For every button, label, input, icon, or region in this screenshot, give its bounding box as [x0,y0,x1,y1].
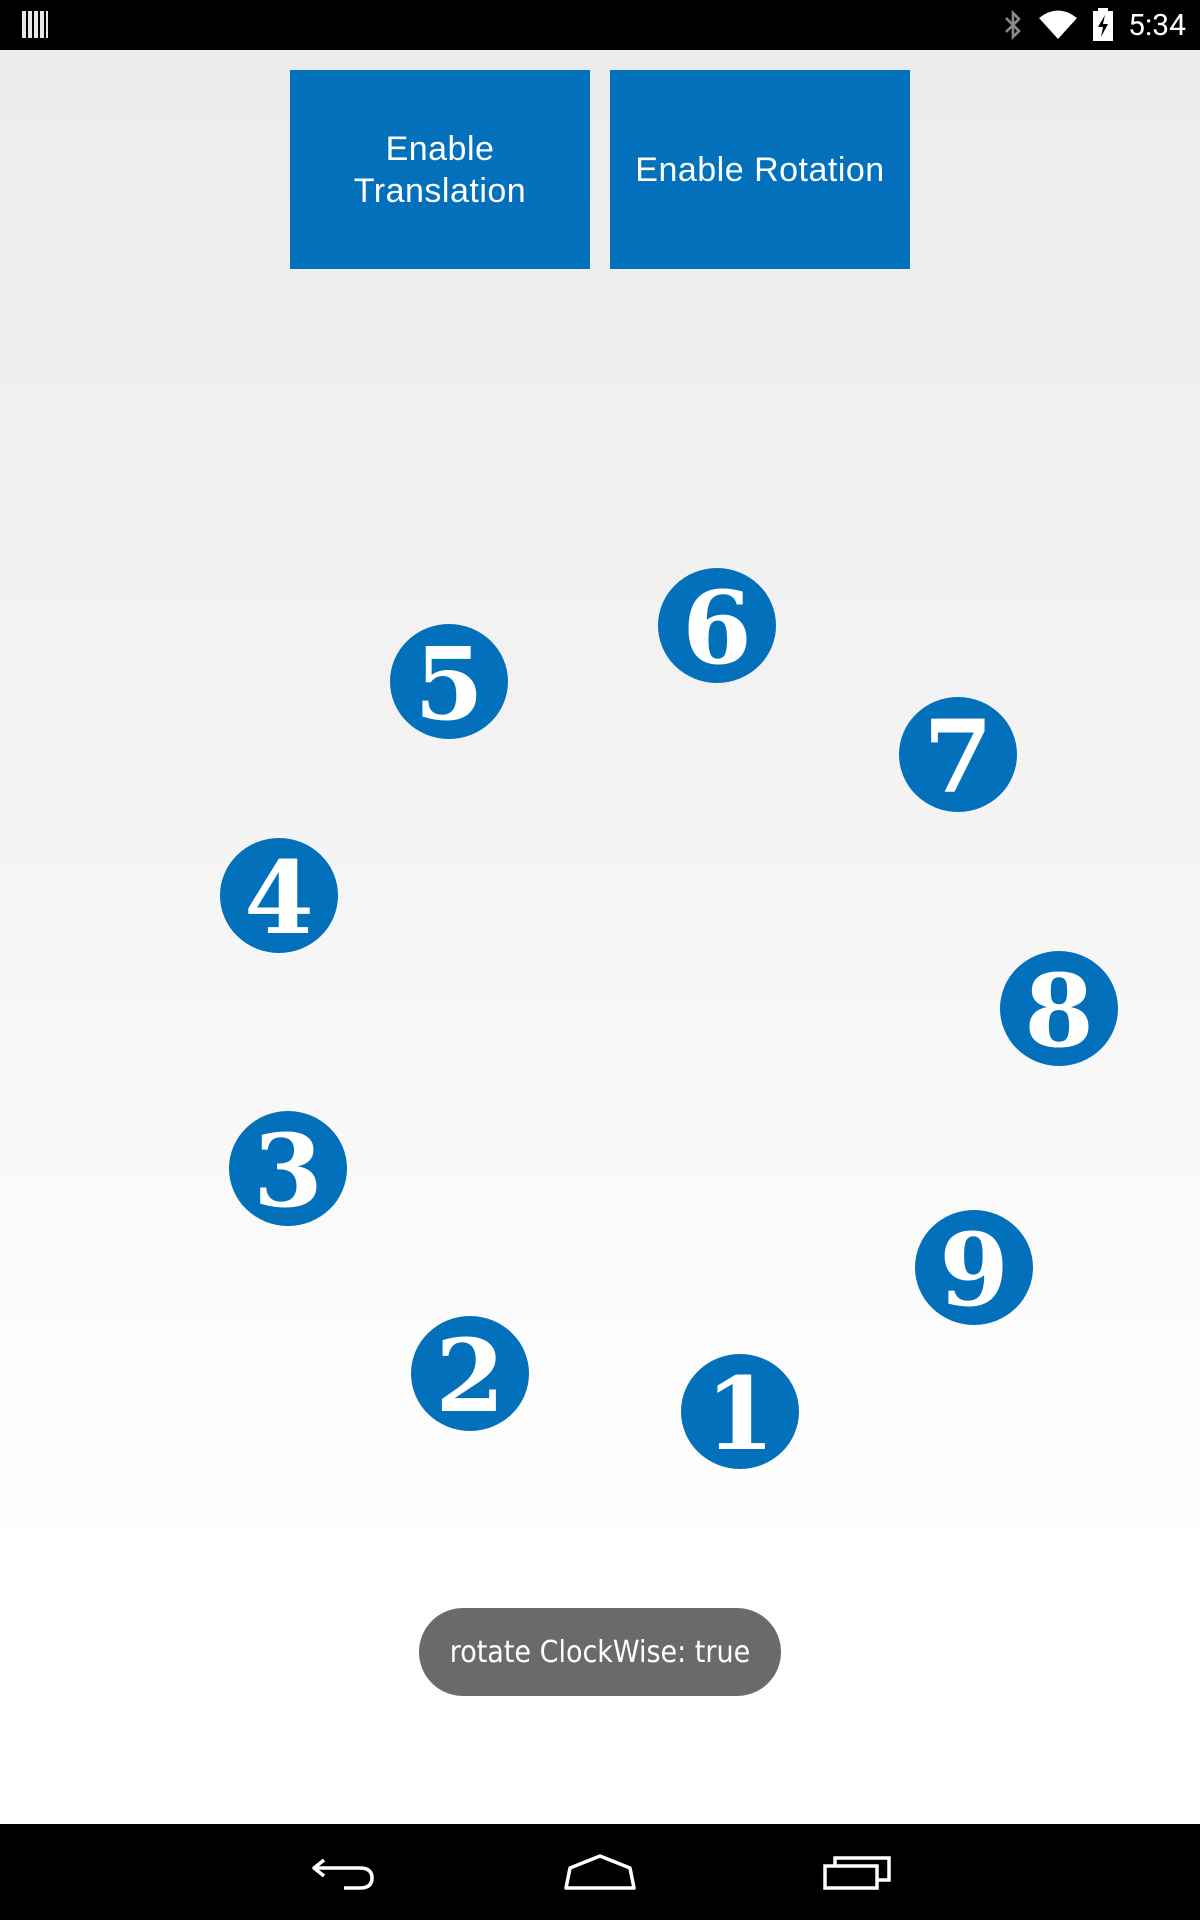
number-circle-5[interactable]: 5 [390,624,508,739]
back-icon [312,1858,374,1890]
number-circle-6[interactable]: 6 [658,568,776,683]
enable-rotation-button[interactable]: Enable Rotation [610,70,910,269]
status-icons: 5:34 [1002,0,1186,50]
wifi-icon [1039,10,1078,39]
number-circle-2[interactable]: 2 [411,1316,529,1431]
number-circle-9[interactable]: 9 [915,1210,1033,1325]
recents-button[interactable] [812,1842,902,1902]
number-circle-4[interactable]: 4 [220,838,338,953]
enable-translation-button[interactable]: Enable Translation [290,70,590,269]
home-icon [564,1854,636,1890]
app-content: Enable Translation Enable Rotation 1 2 3… [0,50,1200,1824]
barcode-icon [22,11,48,38]
status-time: 5:34 [1128,7,1186,43]
home-button[interactable] [555,1842,645,1902]
back-button[interactable] [298,1842,388,1902]
number-circle-7[interactable]: 7 [899,697,1017,812]
status-bar: 5:34 [0,0,1200,50]
number-circle-1[interactable]: 1 [681,1354,799,1469]
number-circle-3[interactable]: 3 [229,1111,347,1226]
battery-charging-icon [1093,8,1114,41]
navigation-bar [0,1824,1200,1920]
number-circle-8[interactable]: 8 [1000,951,1118,1066]
recents-icon [823,1856,891,1890]
bluetooth-icon [1005,9,1021,41]
toast-message: rotate ClockWise: true [419,1608,781,1696]
